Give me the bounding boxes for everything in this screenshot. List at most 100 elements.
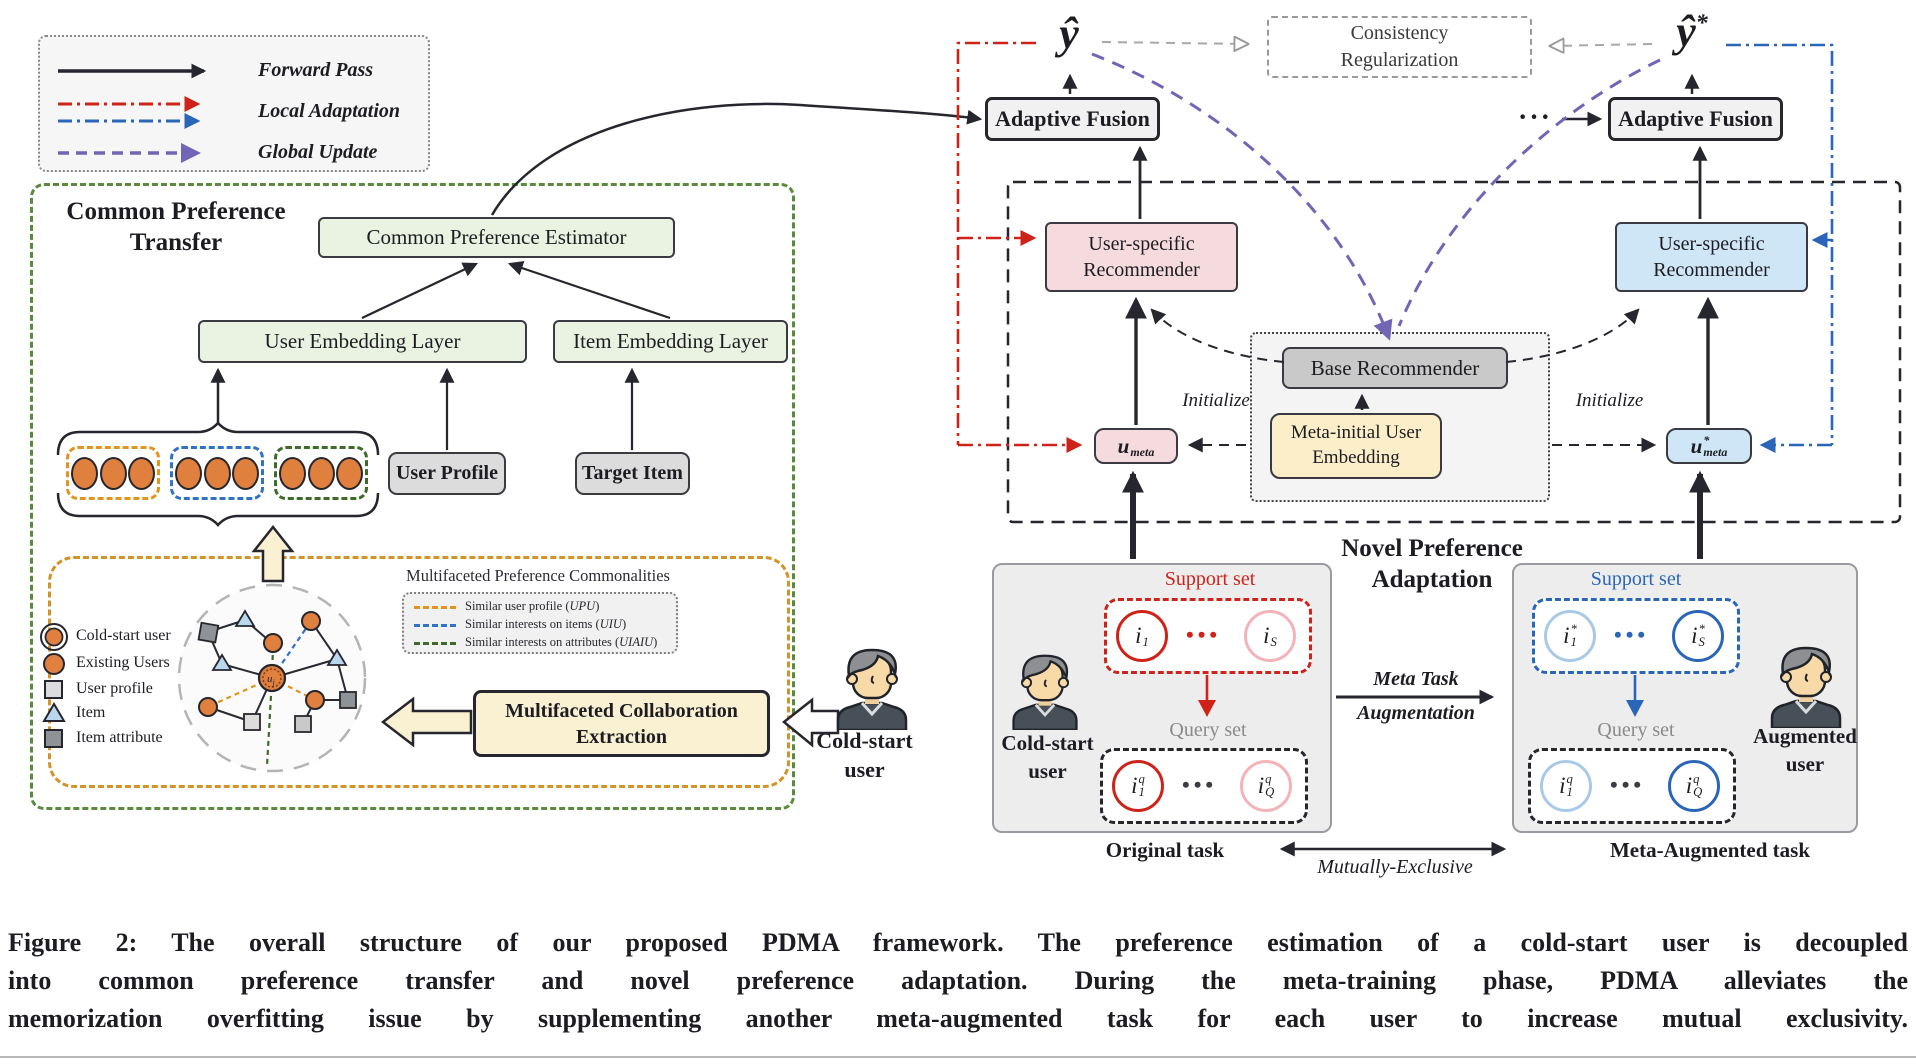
embedding-circle [203, 456, 231, 490]
user-profile-box: User Profile [388, 452, 506, 495]
aq1-sup: q [1566, 772, 1573, 787]
uiu-label: Similar interests on items ( [465, 617, 600, 631]
y-hat-symbol: ŷ [1059, 9, 1079, 58]
legend-global-update-label: Global Update [258, 141, 378, 163]
support-item-i1-star: i*1 [1544, 610, 1596, 662]
support-set-label-original: Support set [1164, 568, 1256, 590]
meta-task-label: Meta Task [1373, 668, 1459, 690]
iQq-sub: Q [1265, 785, 1275, 799]
mutually-exclusive-label: Mutually-Exclusive [1317, 856, 1473, 878]
novel-preference-adaptation-title: Novel Preference Adaptation [1312, 533, 1552, 595]
u-meta-sub: meta [1130, 444, 1155, 459]
embedding-circle [278, 456, 306, 490]
bottom-rule [0, 1056, 1916, 1058]
cold-start-user-label: Cold-start [816, 728, 913, 753]
similar-attributes-embedding-group [274, 446, 368, 500]
commonality-uiaiu: Similar interests on attributes (UIAIU) [414, 635, 657, 650]
uiaiu-label: Similar interests on attributes ( [465, 635, 620, 649]
caption-line-2: into common preference transfer and nove… [8, 966, 1908, 995]
uiaiu-close: ) [653, 635, 658, 649]
initialize-right-label: Initialize [1575, 390, 1644, 411]
augmentation-label: Augmentation [1357, 702, 1475, 724]
legend-cold-start-user: Cold-start user [76, 627, 171, 644]
iSs-sup: * [1698, 622, 1705, 637]
u-meta-star-box: u*meta [1666, 428, 1752, 464]
iQq-sup: q [1265, 772, 1272, 787]
initialize-left-label: Initialize [1182, 390, 1250, 411]
global-update-paths [1091, 52, 1661, 341]
common-preference-transfer-title: Common Preference Transfer [42, 196, 310, 258]
u-meta-star-sub: meta [1703, 445, 1728, 459]
iQq-base: i [1257, 773, 1265, 798]
cold-start-user-avatar [836, 648, 908, 730]
u-meta-base: u [1117, 433, 1130, 458]
uiu-acronym: UIU [599, 617, 622, 631]
star-sup: * [1695, 10, 1708, 37]
iSs-base: i [1691, 623, 1698, 648]
aq1-base: i [1559, 773, 1566, 798]
uiaiu-dash-swatch [414, 641, 456, 645]
legend-user-profile: User profile [76, 680, 153, 697]
common-preference-estimator-box: Common Preference Estimator [318, 217, 675, 258]
uiu-close: ) [621, 617, 627, 631]
novel-line-2: Adaptation [1371, 566, 1493, 593]
uiaiu-acronym: UIAIU [619, 635, 654, 649]
i1-base: i [1135, 623, 1142, 648]
target-item-box: Target Item [575, 452, 690, 495]
legend-item: Item [76, 704, 106, 721]
adaptive-fusion-left-box: Adaptive Fusion [985, 97, 1160, 141]
extraction-line-1: Multifaceted Collaboration [505, 699, 738, 722]
upu-acronym: UPU [569, 599, 596, 613]
panel-cold-start-label1: Cold-start [1001, 731, 1094, 755]
i1q-sup: q [1138, 772, 1145, 787]
user-specific-line-1: User-specific [1658, 233, 1765, 255]
support-dots-augmented: ••• [1614, 622, 1650, 647]
i1s-sub: 1 [1570, 635, 1577, 649]
title-line-1: Common Preference [66, 198, 286, 225]
title-line-2: Transfer [129, 229, 223, 256]
legend-forward-pass-label: Forward Pass [258, 59, 374, 81]
support-item-iS-star: i*S [1672, 610, 1724, 662]
upu-close: ) [595, 599, 600, 613]
novel-line-1: Novel Preference [1341, 535, 1523, 562]
embedding-circle [99, 456, 127, 490]
caption-line-1: Figure 2: The overall structure of our p… [8, 928, 1908, 957]
meta-initial-line-1: Meta-initial User [1290, 422, 1422, 444]
similar-items-embedding-group [170, 446, 264, 500]
consistency-line-2: Regularization [1340, 49, 1459, 71]
legend-local-adaptation-label: Local Adaptation [258, 100, 401, 122]
user-specific-line-2: Recommender [1083, 259, 1200, 281]
query-dots-augmented: ••• [1610, 772, 1646, 797]
user-specific-line-1: User-specific [1088, 233, 1195, 255]
yhat-to-consistency-link [1101, 42, 1248, 44]
meta-initial-line-2: Embedding [1312, 447, 1400, 468]
support-set-label-augmented: Support set [1590, 568, 1682, 590]
user-specific-line-2: Recommender [1653, 259, 1770, 281]
common-preference-transfer-panel [30, 183, 795, 810]
y-hat-prediction: ŷ [1038, 12, 1100, 56]
query-set-label-augmented: Query set [1597, 719, 1675, 741]
aqQ-sup: q [1693, 772, 1700, 787]
iS-base: i [1263, 623, 1270, 648]
meta-augmented-task-caption: Meta-Augmented task [1609, 838, 1811, 862]
panel-cold-start-label2: user [1028, 759, 1067, 783]
commonalities-title: Multifaceted Preference Commonalities [406, 566, 670, 585]
iSs-sub: S [1698, 635, 1705, 649]
base-recommender-box: Base Recommender [1282, 347, 1508, 389]
i1q-base: i [1131, 773, 1138, 798]
item-embedding-layer-box: Item Embedding Layer [553, 320, 788, 363]
i1-sub: 1 [1142, 634, 1149, 649]
aq1-sub: 1 [1566, 785, 1573, 799]
yhat-star-to-consistency-link [1550, 44, 1653, 46]
augmented-user-label2: user [1785, 752, 1825, 776]
embedding-circle [174, 456, 202, 490]
legend-item-attribute: Item attribute [76, 729, 163, 746]
